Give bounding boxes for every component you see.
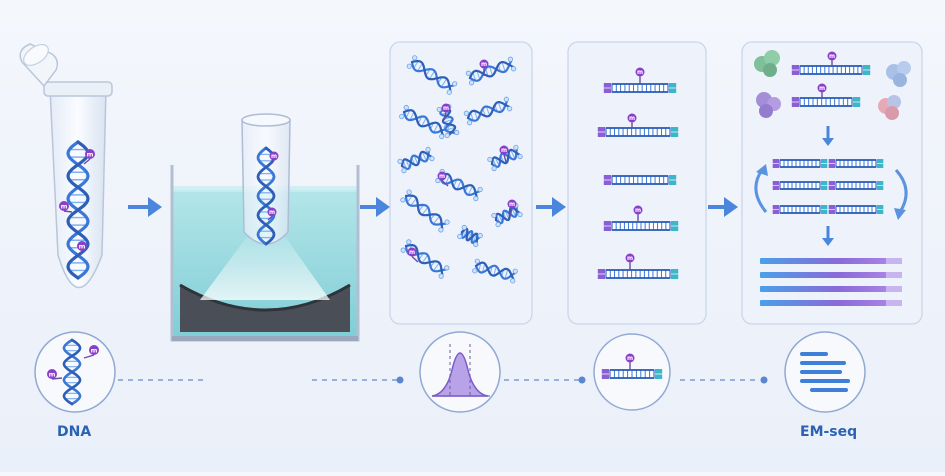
adapter-left: [829, 159, 835, 163]
library-fragment: [773, 159, 828, 168]
adapter-right: [821, 159, 827, 163]
library-fragment: [792, 65, 870, 75]
library-fragment: [598, 269, 678, 279]
svg-text:m: m: [87, 150, 94, 158]
adapter-left: [829, 205, 835, 209]
adapter-left: [773, 159, 779, 163]
library-fragment: [604, 221, 678, 231]
sequencing-read: [760, 300, 902, 306]
adapter-left: [598, 127, 605, 132]
svg-text:m: m: [509, 202, 515, 208]
dna-circle-icon: [35, 332, 115, 412]
adapter-right: [669, 83, 676, 88]
adapter-right: [671, 127, 678, 132]
flow-arrow: [360, 197, 390, 217]
svg-text:m: m: [61, 202, 68, 210]
svg-text:m: m: [629, 116, 635, 122]
adapter-left: [773, 205, 779, 209]
svg-text:m: m: [269, 210, 275, 216]
flow-arrow: [708, 197, 738, 217]
adapter-right: [669, 175, 676, 180]
svg-text:m: m: [637, 70, 643, 76]
microtube: [20, 40, 112, 287]
flow-arrow: [128, 197, 162, 217]
library-fragment: [598, 127, 678, 137]
svg-text:m: m: [439, 174, 445, 180]
library-fragment: [829, 181, 884, 190]
timeline-dot: [397, 377, 404, 384]
library-fragment: [604, 175, 676, 185]
sequencing-read: [760, 286, 902, 292]
adapter-left: [604, 175, 611, 180]
adapter-right: [863, 65, 870, 70]
adapter-left: [829, 181, 835, 185]
svg-text:m: m: [829, 54, 835, 60]
adapter-left: [602, 369, 609, 374]
adapter-right: [671, 221, 678, 226]
sequencing-read: [760, 258, 902, 264]
svg-text:m: m: [627, 256, 633, 262]
adapter-left: [792, 65, 799, 70]
svg-text:m: m: [49, 370, 56, 378]
library-fragment: [773, 181, 828, 190]
adapter-left: [598, 269, 605, 274]
sequencing-reads-icon: [785, 332, 865, 412]
adapter-right: [821, 181, 827, 185]
svg-text:m: m: [627, 356, 633, 362]
svg-text:m: m: [635, 208, 641, 214]
adapter-left: [792, 97, 799, 102]
tube-cap: [20, 40, 57, 86]
size-distribution-icon: [420, 332, 500, 412]
adapter-left: [604, 221, 611, 226]
adapter-right: [877, 205, 883, 209]
svg-text:m: m: [79, 242, 86, 250]
input-label: DNA: [57, 424, 91, 440]
library-fragment: [604, 83, 676, 93]
adapter-right: [671, 269, 678, 274]
timeline-dot: [579, 377, 586, 384]
svg-text:m: m: [481, 62, 487, 68]
library-fragment: [829, 159, 884, 168]
output-label: EM-seq: [800, 424, 857, 440]
adapter-right: [853, 97, 860, 102]
adapter-right: [655, 369, 662, 374]
flow-arrow: [536, 197, 566, 217]
svg-text:m: m: [443, 106, 449, 112]
library-fragment: [829, 205, 884, 214]
adapter-right: [877, 159, 883, 163]
svg-text:m: m: [271, 154, 277, 160]
sequencing-read: [760, 272, 902, 278]
timeline-dot: [761, 377, 768, 384]
adapter-right: [877, 181, 883, 185]
svg-text:m: m: [819, 86, 825, 92]
library-fragment: [792, 97, 860, 107]
adapter-left: [604, 83, 611, 88]
library-fragment: [602, 369, 662, 379]
adapter-left: [773, 181, 779, 185]
library-fragment: [773, 205, 828, 214]
adapter-right: [821, 205, 827, 209]
svg-text:m: m: [91, 346, 98, 354]
svg-text:m: m: [409, 250, 415, 256]
svg-text:m: m: [501, 148, 507, 154]
